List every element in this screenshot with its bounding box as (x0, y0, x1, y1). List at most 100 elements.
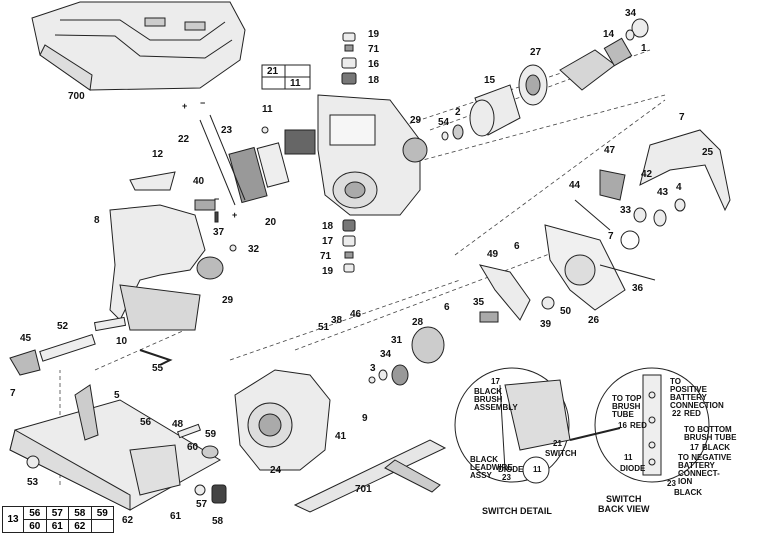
diode-label: DIODE (498, 465, 524, 474)
part-8: 8 (94, 215, 100, 226)
part-58: 58 (212, 516, 224, 527)
red-label: RED (630, 421, 647, 430)
part-62: 62 (122, 515, 134, 526)
part-43: 43 (657, 187, 669, 198)
part-71: 71 (368, 44, 380, 55)
part-56: 56 (140, 417, 152, 428)
callout-16: 16 (618, 421, 627, 430)
part-group-table: 13 56 57 58 59 60 61 62 (2, 506, 114, 533)
part-20: 20 (265, 217, 277, 228)
red-label-2: RED (684, 409, 701, 418)
part-7-c: 7 (10, 388, 16, 399)
part-7-b: 7 (608, 231, 614, 242)
part-9: 9 (362, 413, 368, 424)
part-53: 53 (27, 477, 39, 488)
part-23: 23 (221, 125, 233, 136)
black-brush-label: BLACK BRUSH ASSEMBLY (474, 387, 518, 412)
part-27: 27 (530, 47, 542, 58)
brush-parts-bottom (342, 219, 356, 273)
table-cell: 60 (23, 519, 47, 533)
part-36: 36 (632, 283, 644, 294)
guard-parts (574, 169, 686, 250)
part-19: 19 (368, 29, 380, 40)
part-1: 1 (641, 43, 647, 54)
part-39: 39 (540, 319, 552, 330)
depth-parts (9, 316, 173, 376)
part-42: 42 (641, 169, 653, 180)
part-51: 51 (318, 322, 330, 333)
part-4: 4 (676, 182, 682, 193)
callout-22: 22 (672, 409, 681, 418)
brush-parts-top (341, 32, 357, 85)
part-40: 40 (193, 176, 205, 187)
switch-label: SWITCH (545, 449, 577, 458)
part-21: 21 (267, 66, 279, 77)
switch-detail-circle (454, 367, 571, 484)
part-34-b: 34 (380, 349, 392, 360)
to-negative-label: TO NEGATIVE BATTERY CONNECT- ION (678, 453, 732, 486)
part-61: 61 (170, 511, 182, 522)
part-14: 14 (603, 29, 615, 40)
black-label-2: BLACK (674, 488, 702, 497)
part-29-b: 29 (222, 295, 234, 306)
motor-housing (317, 94, 428, 216)
spindle-parts (368, 296, 555, 386)
part-700: 700 (68, 91, 85, 102)
callout-17-b: 17 (690, 443, 699, 452)
table-cell: 61 (45, 519, 69, 533)
part-71-b: 71 (320, 251, 332, 262)
part-7: 7 (679, 112, 685, 123)
part-41: 41 (335, 431, 347, 442)
part-28: 28 (412, 317, 424, 328)
part-31: 31 (391, 335, 403, 346)
minus-sign-2: − (214, 194, 220, 204)
table-cell-empty (90, 519, 114, 533)
small-parts (129, 126, 269, 252)
part-6: 6 (514, 241, 520, 252)
part-46: 46 (350, 309, 362, 320)
table-cell: 13 (2, 506, 24, 533)
part-17: 17 (322, 236, 334, 247)
switch-assembly (199, 114, 316, 206)
part-3: 3 (370, 363, 376, 374)
callout-23: 23 (502, 473, 511, 482)
part-44: 44 (569, 180, 581, 191)
part-2: 2 (455, 107, 461, 118)
part-34: 34 (625, 8, 637, 19)
plus-sign-2: + (232, 210, 238, 220)
part-52: 52 (57, 321, 69, 332)
part-18: 18 (368, 75, 380, 86)
part-35: 35 (473, 297, 485, 308)
part-15: 15 (484, 75, 496, 86)
part-32: 32 (248, 244, 260, 255)
black-leadwire-label: BLACK LEADWIRE ASSY (470, 455, 513, 480)
base-shoe (9, 384, 221, 511)
part-49: 49 (487, 249, 499, 260)
motor-can (441, 64, 548, 141)
part-16: 16 (368, 59, 380, 70)
carrying-case (31, 1, 246, 91)
part-45: 45 (20, 333, 32, 344)
gear-housing (234, 369, 331, 471)
switch-detail-caption: SWITCH DETAIL (482, 506, 552, 516)
guard-bracket (478, 264, 531, 321)
lower-guard-arm (639, 129, 731, 212)
part-57: 57 (196, 499, 208, 510)
part-10: 10 (116, 336, 128, 347)
part-18-b: 18 (322, 221, 334, 232)
switch-back-circle (569, 367, 710, 483)
table-cell: 57 (45, 506, 69, 520)
black-label: BLACK (702, 443, 730, 452)
part-33: 33 (620, 205, 632, 216)
knob-parts (176, 423, 227, 504)
diode-label-2: DIODE (620, 464, 646, 473)
saw-blade (544, 224, 656, 311)
part-701: 701 (355, 484, 372, 495)
part-22: 22 (178, 134, 190, 145)
part-26: 26 (588, 315, 600, 326)
part-5: 5 (114, 390, 120, 401)
part-6-b: 6 (444, 302, 450, 313)
part-38: 38 (331, 315, 343, 326)
armature (559, 18, 649, 91)
